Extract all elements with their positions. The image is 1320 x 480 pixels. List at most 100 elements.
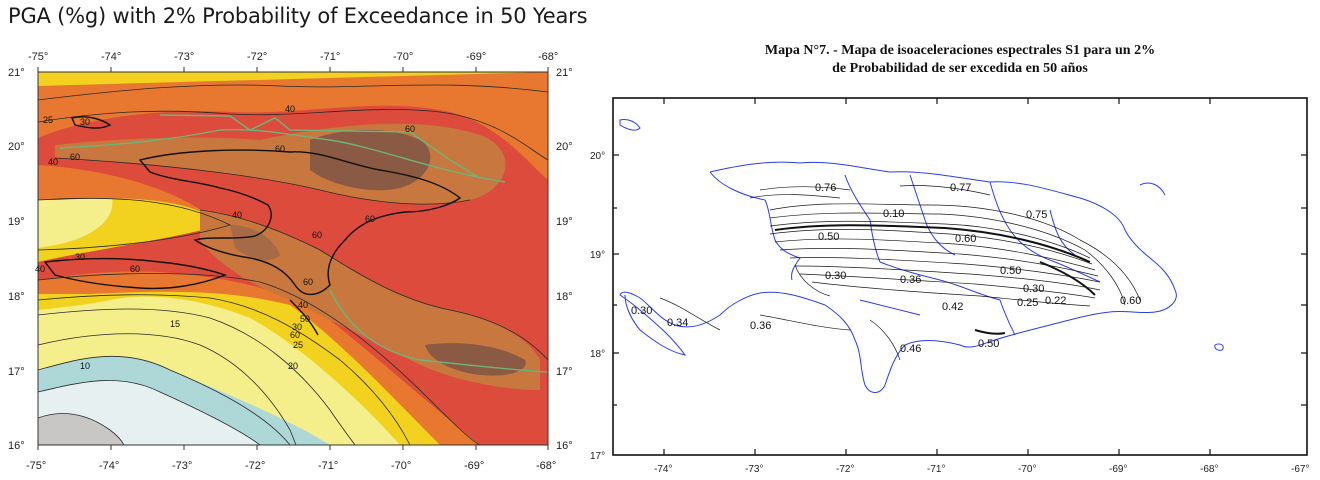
lat-tick-label: 17° [556, 366, 573, 378]
lon-tick-label: -69° [1109, 464, 1127, 475]
right-map-title-line1: Mapa N°7. - Mapa de isoaceleraciones esp… [764, 43, 1156, 58]
lon-tick-label: -71° [927, 464, 945, 475]
left-contour-label: 60 [312, 230, 322, 240]
right-isolines-bold [774, 224, 1096, 335]
lon-tick-label: -70° [391, 460, 411, 472]
left-contour-label: 60 [303, 277, 313, 287]
lat-tick-label: 20° [556, 141, 573, 153]
right-lat-labels: 20° 19° 18° 17° [590, 151, 605, 462]
lat-tick-label: 20° [590, 151, 605, 162]
right-map-title: Mapa N°7. - Mapa de isoaceleraciones esp… [600, 42, 1320, 78]
lat-tick-label: 17° [8, 366, 25, 378]
lon-tick-label: -75° [28, 51, 48, 63]
left-map-title: PGA (%g) with 2% Probability of Exceedan… [8, 4, 588, 28]
right-contour-label: 0.50 [1000, 265, 1021, 277]
left-contour-label: 15 [170, 319, 180, 329]
left-contour-label: 40 [35, 264, 45, 274]
lat-tick-label: 21° [556, 67, 573, 79]
lon-tick-label: -73° [172, 460, 192, 472]
lat-tick-label: 19° [556, 216, 573, 228]
left-contour-label: 40 [232, 210, 242, 220]
right-map-frame [612, 97, 1308, 456]
lon-tick-label: -74° [99, 460, 119, 472]
left-contour-label: 60 [365, 214, 375, 224]
right-contour-label: 0.76 [815, 182, 836, 194]
left-contour-label: 40 [298, 300, 308, 310]
lon-tick-label: -69° [466, 51, 486, 63]
left-tick-marks [37, 67, 549, 450]
right-contour-label: 0.10 [883, 208, 904, 220]
right-contour-label: 0.34 [667, 317, 688, 329]
lat-tick-label: 16° [8, 440, 25, 452]
right-contour-labels: 0.76 0.77 0.10 0.75 0.50 0.60 0.30 0.36 … [631, 182, 1141, 355]
right-contour-label: 0.42 [942, 301, 963, 313]
left-contour-label: 30 [292, 322, 302, 332]
left-contour-label: 60 [70, 152, 80, 162]
right-contour-label: 0.22 [1045, 295, 1066, 307]
lon-tick-label: -68° [536, 460, 556, 472]
left-contour-label: 40 [285, 104, 295, 114]
lat-tick-label: 21° [8, 67, 25, 79]
right-contour-label: 0.60 [955, 233, 976, 245]
left-top-lon-labels: -75° -74° -73° -72° -71° -70° -69° -68° [28, 51, 558, 63]
right-map-title-line2: de Probabilidad de ser excedida en 50 añ… [832, 61, 1088, 76]
right-contour-label: 0.25 [1017, 297, 1038, 309]
left-contour-label: 25 [43, 115, 53, 125]
right-contour-label: 0.46 [900, 343, 921, 355]
left-contour-label: 60 [290, 330, 300, 340]
lon-tick-label: -73° [174, 51, 194, 63]
lon-tick-label: -74° [101, 51, 121, 63]
left-contour-label: 60 [130, 264, 140, 274]
lon-tick-label: -72° [836, 464, 854, 475]
lat-tick-label: 16° [556, 440, 573, 452]
left-bottom-lon-labels: -75° -74° -73° -72° -71° -70° -69° -68° [26, 460, 556, 472]
right-contour-label: 0.77 [950, 182, 971, 194]
right-contour-label: 0.50 [818, 231, 839, 243]
right-contour-label: 0.36 [900, 274, 921, 286]
lat-tick-label: 19° [8, 216, 25, 228]
left-contour-lines [38, 84, 548, 445]
lat-tick-label: 20° [8, 141, 25, 153]
lat-tick-label: 18° [8, 291, 25, 303]
left-map-frame [37, 71, 549, 446]
left-contour-label: 25 [293, 340, 303, 350]
lon-tick-label: -75° [26, 460, 46, 472]
right-isoline-map: 0.76 0.77 0.10 0.75 0.50 0.60 0.30 0.36 … [590, 97, 1309, 475]
lon-tick-label: -72° [245, 460, 265, 472]
lon-tick-label: -73° [745, 464, 763, 475]
right-isolines [659, 185, 1141, 361]
left-contour-labels: 25 30 40 60 60 40 60 40 60 60 60 30 40 6… [35, 104, 415, 371]
lon-tick-label: -67° [1291, 464, 1309, 475]
lon-tick-label: -70° [1018, 464, 1036, 475]
right-tick-marks [613, 98, 1307, 455]
left-contour-label: 30 [75, 252, 85, 262]
right-contour-label: 0.36 [750, 320, 771, 332]
left-contour-label: 50 [300, 314, 310, 324]
lat-tick-label: 19° [590, 250, 605, 261]
lon-tick-label: -74° [654, 464, 672, 475]
right-contour-label: 0.30 [1023, 283, 1044, 295]
left-contour-label: 40 [48, 157, 58, 167]
left-contour-label: 60 [405, 124, 415, 134]
right-contour-label: 0.30 [631, 305, 652, 317]
left-coastline [43, 116, 462, 336]
lon-tick-label: -72° [247, 51, 267, 63]
lat-tick-label: 18° [590, 349, 605, 360]
right-coastline [619, 119, 1224, 393]
lon-tick-label: -68° [538, 51, 558, 63]
lon-tick-label: -71° [320, 51, 340, 63]
right-contour-label: 0.75 [1026, 209, 1047, 221]
lon-tick-label: -69° [464, 460, 484, 472]
fault-traces [59, 114, 548, 373]
lon-tick-label: -70° [393, 51, 413, 63]
right-contour-label: 0.50 [978, 338, 999, 350]
left-contour-label: 30 [80, 117, 90, 127]
lat-tick-label: 17° [590, 451, 605, 462]
left-lat-labels-left: 21° 20° 19° 18° 17° 16° [8, 67, 25, 452]
left-contour-label: 60 [275, 144, 285, 154]
left-lat-labels-right: 21° 20° 19° 18° 17° 16° [556, 67, 573, 452]
right-contour-label: 0.30 [825, 270, 846, 282]
lat-tick-label: 18° [556, 291, 573, 303]
lon-tick-label: -71° [318, 460, 338, 472]
